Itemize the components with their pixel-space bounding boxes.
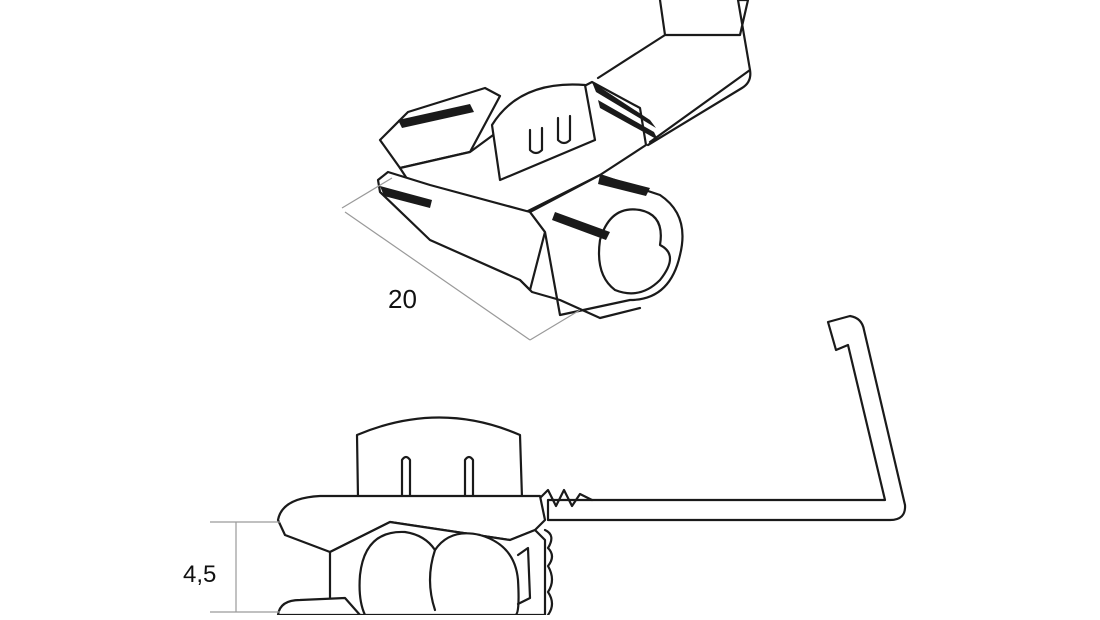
fin-slot-2 — [463, 455, 475, 500]
side-bumps — [543, 528, 554, 617]
channel-band-top — [598, 175, 650, 196]
dimension-line-height — [210, 521, 280, 613]
channel-profile — [597, 208, 672, 295]
blade-slot-1 — [528, 126, 544, 155]
lower-jaw — [276, 596, 362, 617]
channel-base — [518, 278, 642, 320]
channel-band — [552, 212, 610, 240]
fin-slot-1 — [400, 455, 412, 500]
left-lower-band — [380, 186, 432, 208]
wire-hole — [358, 530, 520, 617]
neck-band-2 — [598, 100, 658, 140]
side-nub — [516, 546, 532, 606]
isometric-connector-view — [341, 0, 752, 341]
dimension-label-length: 20 — [388, 284, 417, 314]
dimension-line-length — [341, 177, 581, 341]
lever-arm — [546, 314, 907, 522]
blade-fin — [490, 83, 597, 182]
hook-bracket-bottom — [646, 68, 752, 147]
left-upper-band — [398, 104, 474, 128]
side-profile-view — [210, 314, 907, 617]
serrated-joint — [523, 488, 594, 508]
hole-divider — [428, 548, 437, 612]
top-fin — [355, 416, 524, 500]
blade-slot-2 — [556, 114, 572, 145]
dimension-label-height: 4,5 — [183, 561, 217, 588]
neck-band-1 — [592, 82, 656, 128]
